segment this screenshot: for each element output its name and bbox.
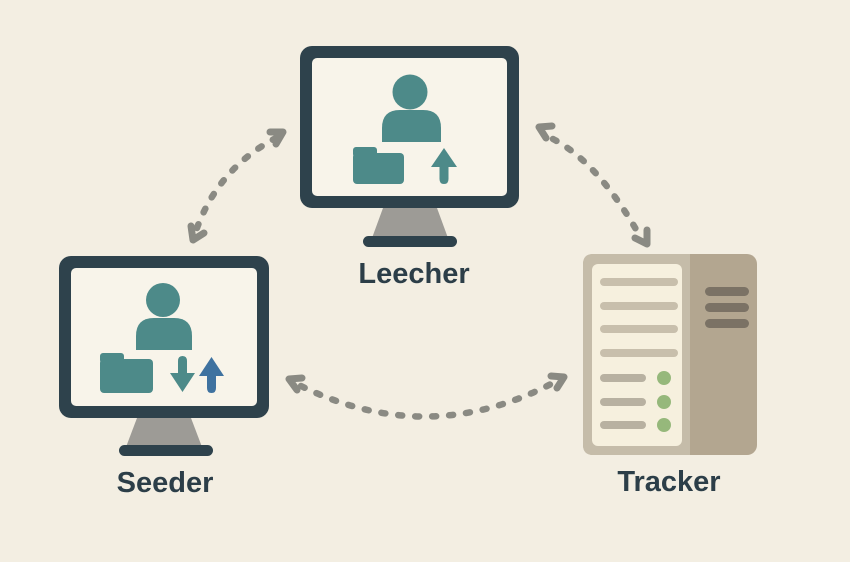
list-line bbox=[600, 278, 678, 286]
node-leecher: Leecher bbox=[300, 46, 519, 290]
monitor-stand bbox=[372, 208, 448, 238]
user-shoulders bbox=[136, 318, 192, 350]
node-label-leecher: Leecher bbox=[358, 258, 469, 290]
monitor-icon bbox=[300, 46, 519, 247]
status-dot bbox=[657, 418, 671, 432]
arrowhead-to-seeder-icon bbox=[187, 222, 208, 244]
user-head bbox=[392, 74, 428, 110]
node-label-seeder: Seeder bbox=[117, 467, 214, 499]
folder-icon bbox=[353, 147, 404, 184]
server-slot bbox=[705, 319, 749, 328]
arrowhead-to-seeder-icon bbox=[285, 374, 306, 394]
upload-arrow-icon bbox=[431, 148, 457, 184]
node-tracker: Tracker bbox=[583, 254, 757, 498]
folder-icon bbox=[100, 353, 153, 393]
monitor-base bbox=[363, 236, 457, 247]
user-icon bbox=[136, 283, 192, 350]
edge-leecher-tracker-dashes bbox=[549, 135, 641, 235]
user-head bbox=[146, 283, 180, 317]
status-line bbox=[600, 421, 646, 429]
status-dot bbox=[657, 371, 671, 385]
arrowhead-to-leecher-icon bbox=[535, 122, 556, 142]
list-line bbox=[600, 349, 678, 357]
upload-arrow-icon bbox=[199, 357, 224, 393]
edge-seeder-leecher bbox=[187, 128, 287, 244]
monitor-icon bbox=[59, 256, 269, 456]
arrowhead-to-tracker-icon bbox=[631, 226, 651, 248]
folder-body bbox=[353, 153, 404, 184]
edge-leecher-tracker bbox=[535, 122, 651, 248]
monitor-base bbox=[119, 445, 213, 456]
edge-seeder-tracker bbox=[285, 372, 568, 420]
monitor-stand bbox=[126, 418, 202, 447]
arrowhead-to-leecher-icon bbox=[266, 128, 287, 148]
server-slot bbox=[705, 287, 749, 296]
list-line bbox=[600, 302, 678, 310]
download-arrow-icon bbox=[170, 356, 195, 392]
folder-body bbox=[100, 359, 153, 393]
edge-seeder-tracker-dashes bbox=[297, 380, 555, 420]
status-dot bbox=[657, 395, 671, 409]
status-line bbox=[600, 374, 646, 382]
server-slot bbox=[705, 303, 749, 312]
node-seeder: Seeder bbox=[59, 256, 269, 499]
user-icon bbox=[382, 74, 441, 142]
edge-seeder-leecher-dashes bbox=[193, 134, 280, 232]
status-line bbox=[600, 398, 646, 406]
list-line bbox=[600, 325, 678, 333]
arrowhead-to-tracker-icon bbox=[547, 372, 568, 392]
server-icon bbox=[583, 254, 757, 455]
node-label-tracker: Tracker bbox=[617, 466, 720, 498]
user-shoulders bbox=[382, 110, 441, 142]
